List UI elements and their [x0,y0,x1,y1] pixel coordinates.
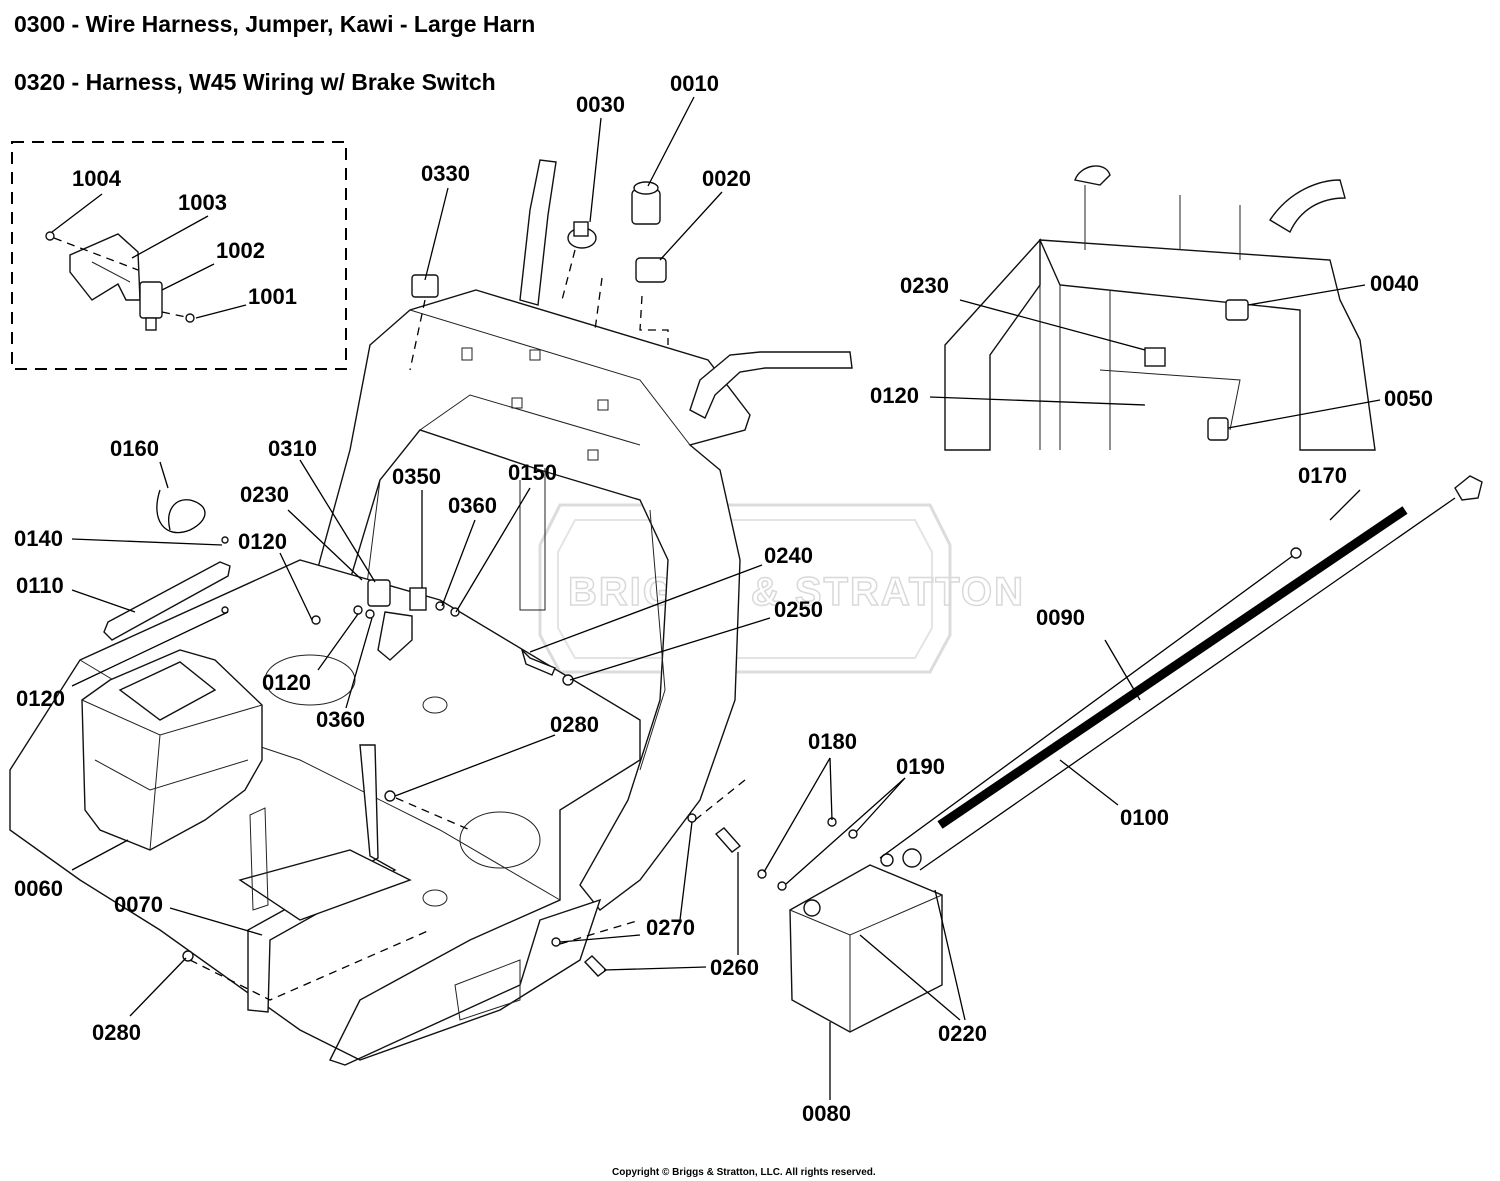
callout-0180: 0180 [808,729,857,754]
relay-assembly-line [409,299,426,371]
switch-assembly-lines [561,249,669,345]
nut-0250 [562,674,574,686]
callout-0080: 0080 [802,1101,851,1126]
callout-0010: 0010 [670,71,719,96]
callout-0350: 0350 [392,464,441,489]
callout-0100: 0100 [1120,805,1169,830]
assembly-line-1004 [53,237,139,271]
battery-cable-0100 [919,497,1456,871]
callout-0230-inset: 0230 [900,273,949,298]
cable-end-boot [1454,475,1483,501]
copyright-notice: Copyright © Briggs & Stratton, LLC. All … [612,1167,876,1178]
battery-bracket [238,744,412,1013]
assembly-line-1001 [161,311,187,318]
callout-0020: 0020 [702,166,751,191]
callout-0360-upper: 0360 [448,493,497,518]
callout-0220: 0220 [938,1021,987,1046]
callout-0160: 0160 [110,436,159,461]
callout-0330: 0330 [421,161,470,186]
callout-0250: 0250 [774,597,823,622]
callout-0040: 0040 [1370,271,1419,296]
callout-0230-main: 0230 [240,482,289,507]
battery [789,848,943,1033]
callout-0240: 0240 [764,543,813,568]
battery-cable-0090 [879,551,1299,859]
callout-0070: 0070 [114,892,163,917]
battery-nut-b [777,881,787,891]
briggs-stratton-watermark: BRIGGS & STRATTON [538,503,1025,674]
callout-0110: 0110 [16,573,64,598]
callout-0170: 0170 [1298,463,1347,488]
callout-0090: 0090 [1036,605,1085,630]
callout-0120-upper: 0120 [238,529,287,554]
leader-lines [51,96,1381,1100]
callout-0030: 0030 [576,92,625,117]
callout-0050: 0050 [1384,386,1433,411]
brake-switch [139,281,163,331]
brake-switch-cluster [221,536,460,661]
callout-labels: 0010 0030 0020 0330 0040 0050 0230 0120 … [14,71,1433,1126]
nut-1004 [45,231,55,241]
relay-0330 [411,274,439,298]
watermark-text: BRIGGS & STRATTON [568,570,1025,614]
washer-0270-b [551,937,561,947]
nut-0280-a [384,790,396,802]
callout-0270: 0270 [646,915,695,940]
callout-0280-upper: 0280 [550,712,599,737]
bolt-0260-a [714,827,742,853]
callout-0150: 0150 [508,460,557,485]
callout-0060: 0060 [14,876,63,901]
callout-1002: 1002 [216,238,265,263]
brake-switch-detail-box [11,141,347,370]
bolt-0260-b [583,955,608,977]
callout-0120-left: 0120 [16,686,65,711]
screw-1001 [185,313,195,323]
battery-box [81,649,263,851]
callout-0310: 0310 [268,436,317,461]
cable-tie [156,489,206,534]
header-line-0320: 0320 - Harness, W45 Wiring w/ Brake Swit… [14,69,496,95]
callout-0140: 0140 [14,526,63,551]
inset-brake-view [944,165,1376,451]
header-line-0300: 0300 - Wire Harness, Jumper, Kawi - Larg… [14,11,535,37]
callout-0120-lower: 0120 [262,670,311,695]
hardware-assembly-lines [189,779,746,1001]
pto-switch [631,181,661,225]
brake-switch-bracket [69,233,141,301]
callout-0120-inset: 0120 [870,383,919,408]
callout-0360-lower: 0360 [316,707,365,732]
switch-0020 [635,257,667,283]
hold-down-strap [103,561,231,641]
cable-terminal [1290,547,1302,559]
callout-0260: 0260 [710,955,759,980]
callout-1003: 1003 [178,190,227,215]
bolt-0240 [520,647,556,676]
callout-0280-lower: 0280 [92,1020,141,1045]
battery-cable-sleeve [937,506,1408,829]
battery-nut-a [848,829,858,839]
callout-1004: 1004 [72,166,122,191]
callout-0190: 0190 [896,754,945,779]
ignition-switch [567,221,597,249]
callout-1001: 1001 [248,284,297,309]
washer-0270-a [687,813,697,823]
